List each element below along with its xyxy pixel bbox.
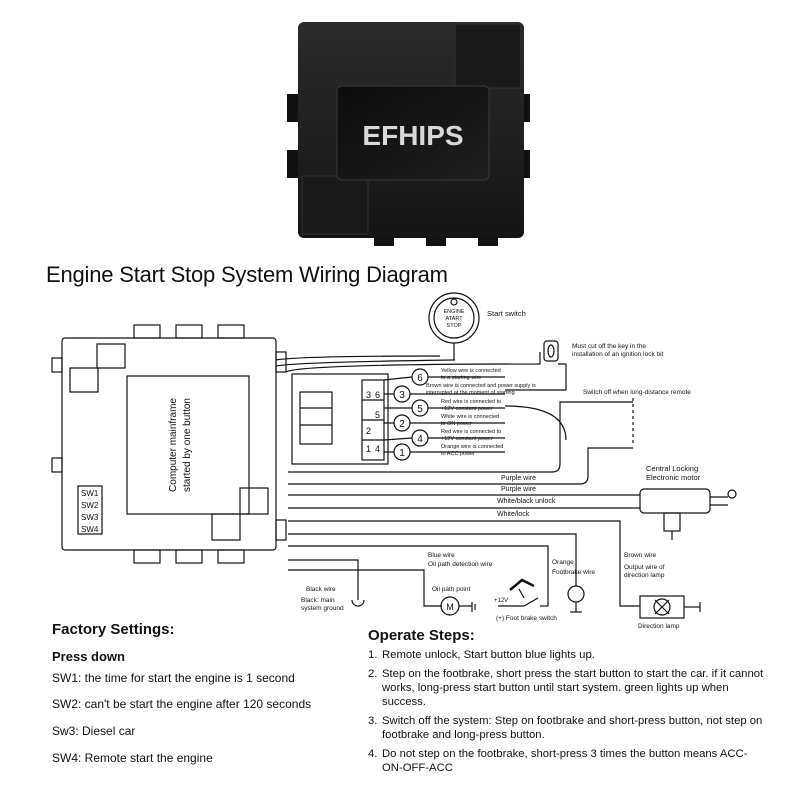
factory-settings-title: Factory Settings: [52, 621, 175, 638]
pin-number-5: 5 [417, 404, 423, 415]
orange-label: Orange [552, 559, 574, 566]
block-number-5: 5 [375, 410, 380, 420]
press-down-label: Press down [52, 649, 125, 664]
pin-1-desc-1: Orange wire is connected [441, 444, 503, 450]
block-number-4: 4 [375, 444, 380, 454]
operate-steps-list: 1.Remote unlock, Start button blue light… [368, 648, 768, 780]
product-box-image: EFHIPS [287, 22, 530, 246]
central-locking-label-1: Central Locking [646, 464, 698, 473]
mainframe-sw2: SW2 [81, 501, 99, 510]
foot-brake-switch-label: (+) Foot brake switch [496, 615, 557, 622]
operate-step: 4.Do not step on the footbrake, short-pr… [368, 748, 748, 774]
pin-number-6: 6 [417, 373, 423, 384]
pin-number-2: 2 [399, 419, 405, 430]
black-main-label: Black: main [301, 597, 335, 604]
wire-purple-1: Purple wire [501, 475, 536, 482]
pin-number-4: 4 [417, 434, 423, 445]
mainframe-label-1: Computer mainframe [168, 398, 179, 492]
pin-3-desc-1: Brown wire is connected and power supply… [426, 383, 536, 389]
pin-4-desc-1: Red wire is connected to [441, 429, 501, 435]
switch-off-label: Switch off when long-distance remote [583, 389, 691, 396]
direction-lamp-label: Direction lamp [638, 623, 680, 630]
oil-path-point-label: Oil path point [432, 586, 470, 593]
factory-sw4: SW4: Remote start the engine [52, 751, 213, 765]
wire-white-lock: White/lock [497, 511, 530, 518]
product-brand: EFHIPS [362, 120, 463, 151]
brown-wire-label: Brown wire [624, 552, 657, 559]
pin-number-1: 1 [399, 448, 405, 459]
mainframe-sw1: SW1 [81, 489, 99, 498]
start-switch-label: Start switch [487, 309, 526, 318]
operate-steps-title: Operate Steps: [368, 627, 475, 644]
pin-5-desc-1: Red wire is connected to [441, 399, 501, 405]
oil-path-detection-label: Oil path detection wire [428, 561, 493, 568]
mainframe-label-2: started by one button [182, 398, 193, 492]
pin-3-desc-2: interrupted at the moment of starting [426, 390, 515, 396]
mainframe-sw4: SW4 [81, 525, 99, 534]
operate-step: 2.Step on the footbrake, short press the… [368, 668, 764, 708]
ignition-note-1: Must cut off the key in the [572, 343, 646, 350]
system-ground-label: system ground [301, 605, 344, 612]
direction-output-label-2: direction lamp [624, 572, 665, 579]
factory-sw2: SW2: can't be start the engine after 120… [52, 697, 312, 711]
operate-step: 1.Remote unlock, Start button blue light… [368, 649, 595, 661]
pin-5-desc-2: +12V constant power [441, 406, 493, 412]
direction-output-label-1: Output wire of [624, 564, 665, 571]
pin-number-3: 3 [399, 390, 405, 401]
pin-6-desc-2: to a starting wire [441, 375, 481, 381]
block-number-1: 1 [366, 444, 371, 454]
pin-4-desc-2: +12V constant power [441, 436, 493, 442]
factory-sw1: SW1: the time for start the engine is 1 … [52, 671, 295, 685]
start-button-text-2: ATART [445, 316, 463, 322]
black-wire-label: Black wire [306, 586, 336, 593]
wire-white-black-unlock: White/black unlock [497, 498, 556, 505]
pin-2-desc-1: White wire is connected [441, 414, 499, 420]
footbrake-wire-label: Footbrake wire [552, 569, 595, 576]
central-locking-label-2: Electronic motor [646, 473, 701, 482]
pin-6-desc-1: Yellow wire is connected [441, 368, 501, 374]
start-button-text-1: ENGINE [443, 309, 464, 315]
ignition-note-2: installation of an ignition lock bit [572, 351, 664, 358]
mainframe-sw3: SW3 [81, 513, 99, 522]
block-number-2: 2 [366, 426, 371, 436]
diagram-title: Engine Start Stop System Wiring Diagram [46, 262, 448, 287]
wire-purple-2: Purple wire [501, 486, 536, 493]
plus12v-label: +12V [494, 598, 508, 604]
pin-2-desc-2: to ON power [441, 421, 472, 427]
blue-wire-label: Blue wire [428, 552, 455, 559]
motor-symbol: M [446, 602, 454, 612]
block-number-6: 6 [375, 390, 380, 400]
operate-step: 3.Switch off the system: Step on footbra… [368, 715, 763, 741]
block-number-3: 3 [366, 390, 371, 400]
factory-sw3: Sw3: Diesel car [52, 724, 136, 738]
pin-1-desc-2: to ACC power [441, 451, 475, 457]
start-button-text-3: STOP [447, 323, 462, 329]
computer-mainframe [51, 324, 287, 564]
